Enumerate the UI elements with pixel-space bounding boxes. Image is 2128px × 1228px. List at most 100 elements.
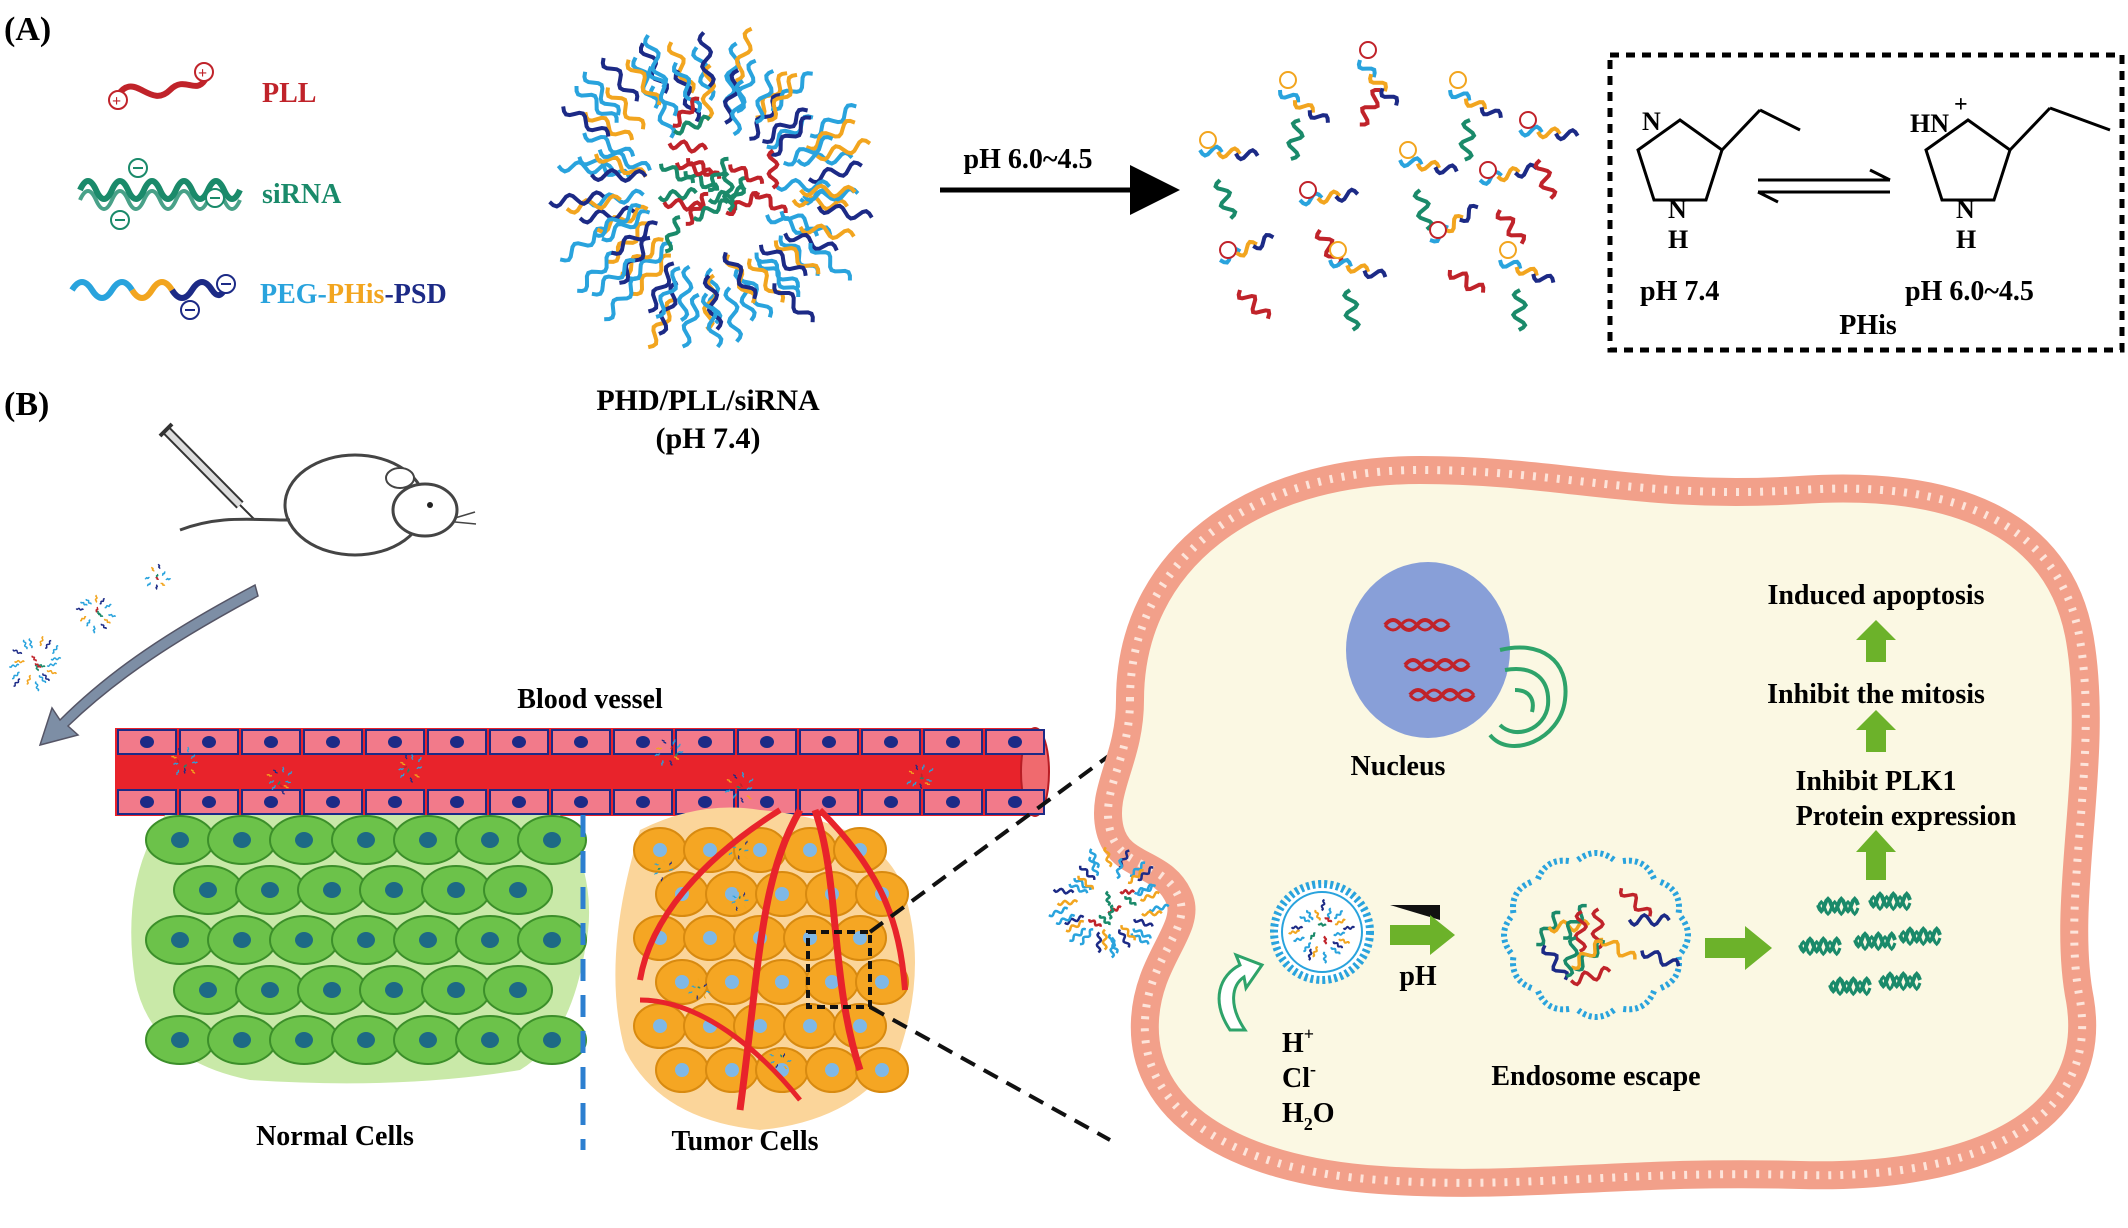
free-sirna — [1341, 288, 1361, 332]
imidazole-ring-neutral — [1636, 118, 1724, 202]
free-polymer-chain — [1345, 263, 1371, 274]
circulating-polymer-chain — [177, 748, 182, 754]
micelle-polymer-chain — [577, 250, 617, 294]
accumulated-polymer-chain — [731, 901, 736, 904]
circulating-core-strand — [920, 773, 923, 778]
free-polymer-chain — [1536, 126, 1562, 140]
entering-polymer-chain — [1088, 848, 1100, 869]
micelle-polymer-chain — [605, 87, 646, 130]
micelle-polymer-chain — [782, 135, 834, 167]
accumulated-polymer-chain — [776, 1048, 780, 1053]
circulating-polymer-chain — [266, 774, 273, 777]
endoplasmic-reticulum — [1488, 645, 1568, 748]
circulating-polymer-chain — [928, 768, 934, 773]
micelle-polymer-chain — [601, 209, 651, 243]
ion-h: H+ — [1282, 1024, 1314, 1059]
normal-tissue — [131, 815, 590, 1084]
left-ph-label: pH 7.4 — [1640, 276, 1719, 307]
endosomal-polymer-chain — [1320, 898, 1326, 912]
injected-polymer-chain — [14, 659, 25, 664]
entering-core-strand — [1119, 888, 1136, 896]
accumulated-polymer-chain — [654, 872, 659, 875]
micelle-core-strand — [707, 184, 747, 205]
endosome-escape-label: Endosome escape — [1491, 1061, 1700, 1092]
injected-polymer-chain — [46, 670, 57, 675]
micelle-polymer-chain — [700, 63, 717, 122]
panel-a-label: (A) — [4, 11, 51, 48]
accumulated-polymer-chain — [703, 994, 706, 999]
free-sirna — [1286, 118, 1305, 161]
endosomal-polymer-chain — [1342, 925, 1356, 931]
endosomal-polymer-chain — [1334, 918, 1346, 926]
micelle-polymer-chain — [676, 264, 694, 322]
plus-charge-icon: + — [108, 90, 128, 110]
released-sirna — [1798, 891, 1942, 997]
micelle-core-strand — [673, 114, 711, 136]
blood-vessel-label: Blood vessel — [517, 684, 663, 715]
free-polymer-chain — [1316, 189, 1342, 205]
micelle-polymer-chain — [734, 26, 753, 83]
membrane-fragment — [1659, 956, 1683, 991]
injected-polymer-chain — [13, 678, 21, 687]
circulating-polymer-chain — [677, 750, 684, 754]
injected-polymer-chain — [11, 671, 20, 680]
circulating-polymer-chain — [921, 764, 925, 770]
injected-core-strand — [95, 606, 99, 613]
peg-segment-icon — [69, 279, 135, 301]
circulating-polymer-chain — [746, 795, 752, 800]
micelle-polymer-chain — [559, 226, 607, 263]
micelle-polymer-chain — [767, 72, 798, 123]
injected-polymer-chain — [45, 639, 52, 649]
free-pll-chain — [1447, 269, 1486, 293]
accumulated-polymer-chain — [743, 905, 747, 909]
accumulated-polymer-chain — [668, 876, 671, 881]
micelle-core-strand — [667, 139, 709, 154]
accumulated-polymer-chain — [745, 840, 748, 845]
micelle-in-endosome — [1288, 898, 1356, 964]
plus-charge-icon: + — [194, 62, 214, 82]
ph-gradient-wedge — [1390, 905, 1440, 920]
injected-polymer-chain — [42, 673, 50, 682]
zoom-box — [806, 930, 872, 1009]
charge-icon — [1429, 221, 1447, 239]
micelle-core-strand — [766, 148, 780, 190]
endosomal-polymer-chain — [1303, 942, 1311, 953]
injected-polymer-chain — [100, 623, 107, 630]
micelle-polymer-chain — [647, 65, 679, 117]
free-polymer-chain — [1252, 232, 1275, 251]
tumor-tissue — [615, 807, 915, 1130]
injected-polymer-chain — [146, 582, 152, 587]
free-polymer-chain — [1356, 59, 1377, 78]
entering-polymer-chain — [1095, 931, 1103, 954]
membrane-fragment — [1509, 879, 1533, 914]
circulating-polymer-chain — [191, 761, 198, 764]
accumulated-polymer-chain — [654, 863, 659, 866]
charge-icon — [1329, 241, 1347, 259]
circulating-polymer-chain — [190, 769, 196, 774]
micelle-caption-line1: PHD/PLL/siRNA — [596, 384, 820, 417]
micelle-polymer-chain — [755, 71, 788, 120]
free-polymer-chain — [1479, 106, 1503, 119]
circulating-polymer-chain — [674, 756, 680, 760]
micelle-polymer-chain — [629, 241, 673, 282]
entering-polymer-chain — [1129, 861, 1146, 878]
entering-polymer-chain — [1120, 924, 1136, 941]
circulating-polymer-chain — [186, 746, 190, 753]
accumulated-polymer-chain — [703, 983, 708, 987]
step-mitosis: Inhibit the mitosis — [1767, 679, 1985, 710]
charge-icon — [1219, 241, 1237, 259]
micelle-polymer-chain — [647, 297, 676, 350]
membrane-fragment — [1509, 956, 1533, 991]
minus-charge-icon — [216, 274, 236, 294]
micelle-polymer-chain — [722, 251, 758, 300]
accumulated-core-strand — [657, 867, 661, 871]
injected-polymer-chain — [104, 603, 112, 609]
accumulated-core-strand — [738, 895, 741, 900]
entering-polymer-chain — [1107, 933, 1119, 954]
pll-label: PLL — [262, 78, 316, 109]
accumulated-polymer-chain — [783, 1066, 788, 1070]
accumulated-polymer-chain — [662, 858, 666, 863]
endosomal-polymer-chain — [1293, 936, 1305, 943]
zoom-line-top — [868, 753, 1112, 934]
